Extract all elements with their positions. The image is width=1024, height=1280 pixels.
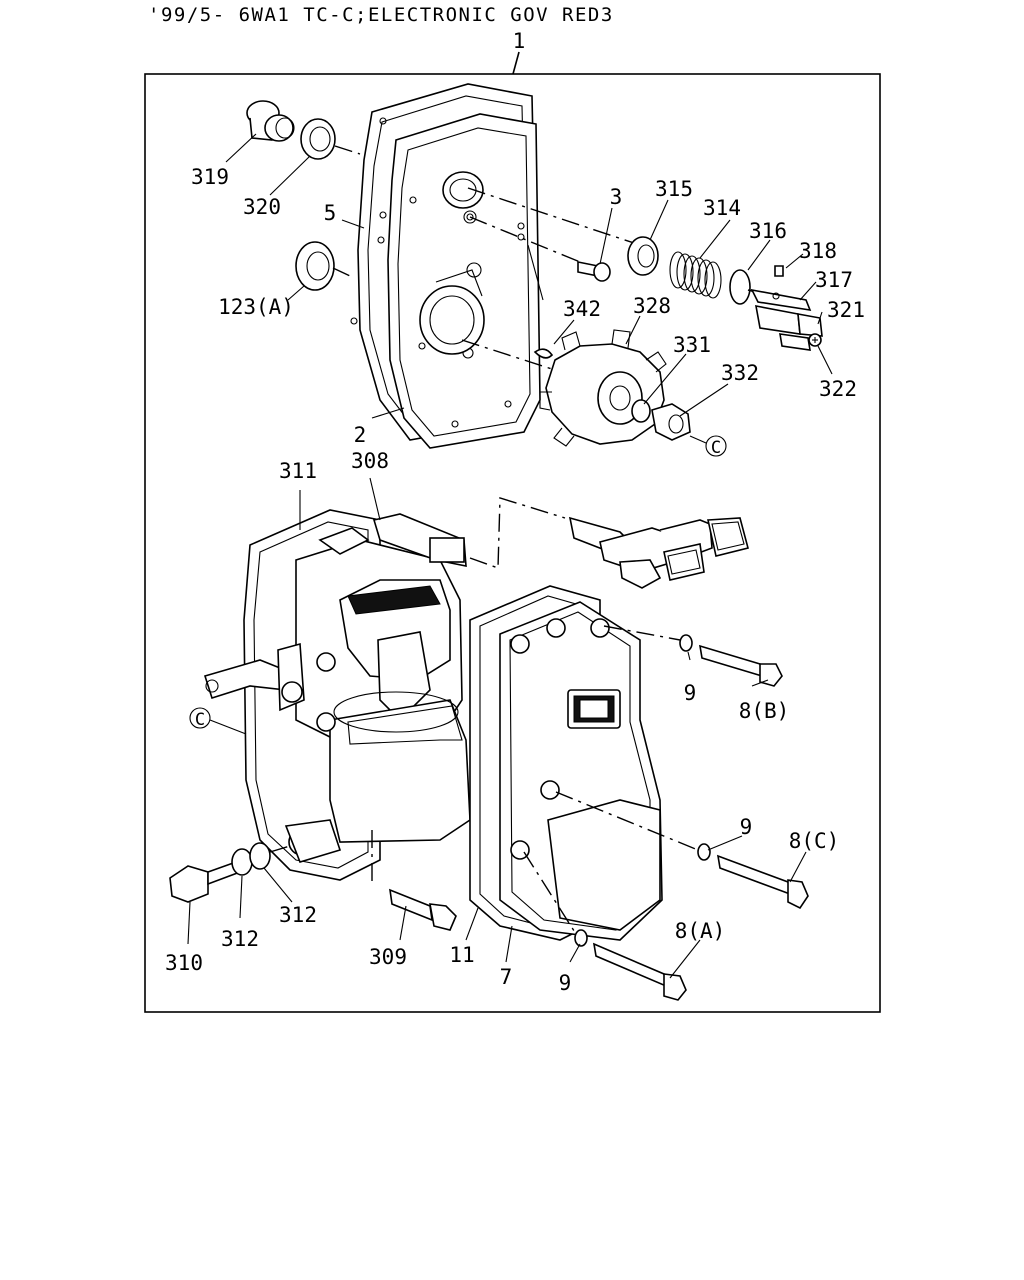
callout-1: 1 <box>513 29 526 53</box>
washer-9a <box>679 634 693 652</box>
bolt-8b <box>698 644 783 687</box>
harness-connector <box>469 497 749 589</box>
reference-c-label-2: C <box>195 710 205 730</box>
cover-7 <box>499 601 663 941</box>
washer-315 <box>627 236 659 276</box>
callout-316: 316 <box>749 219 787 243</box>
callout-310: 310 <box>165 951 203 975</box>
callout-9-bottom: 9 <box>559 971 572 995</box>
oil-seal-123a <box>295 241 335 291</box>
callout-123a: 123(A) <box>218 295 294 319</box>
bolt-310 <box>169 860 242 903</box>
bolt-309 <box>371 830 457 931</box>
callout-8a: 8(A) <box>675 919 726 943</box>
callout-9-middle: 9 <box>740 815 753 839</box>
washer-312a <box>231 848 253 876</box>
callout-318: 318 <box>799 239 837 263</box>
callout-319: 319 <box>191 165 229 189</box>
rotor-328 <box>539 329 667 447</box>
washer-9c <box>574 929 588 947</box>
callout-2: 2 <box>354 423 367 447</box>
washer-312b <box>249 842 271 870</box>
bolt-8a <box>592 942 687 1001</box>
callout-314: 314 <box>703 196 741 220</box>
callout-312-right: 312 <box>279 903 317 927</box>
callout-311: 311 <box>279 459 317 483</box>
callout-315: 315 <box>655 177 693 201</box>
washer-331 <box>631 399 651 423</box>
diagram-frame <box>144 73 881 1013</box>
callout-331: 331 <box>673 333 711 357</box>
callout-322: 322 <box>819 377 857 401</box>
callout-312-left: 312 <box>221 927 259 951</box>
lever-arm <box>203 642 342 863</box>
callout-8b: 8(B) <box>739 699 790 723</box>
reference-c-label: C <box>711 438 721 458</box>
callout-320: 320 <box>243 195 281 219</box>
callout-308: 308 <box>351 449 389 473</box>
callout-8c: 8(C) <box>789 829 840 853</box>
key-342 <box>533 348 554 359</box>
callout-11: 11 <box>449 943 474 967</box>
callout-labels: 1 319 320 5 123(A) 2 3 315 314 316 318 3… <box>165 29 865 995</box>
screw-3 <box>577 261 611 282</box>
callout-7: 7 <box>500 965 513 989</box>
callout-328: 328 <box>633 294 671 318</box>
washer-9b <box>697 843 711 861</box>
spring-314 <box>669 251 722 299</box>
callout-5: 5 <box>324 201 337 225</box>
reference-c-circle <box>705 435 727 457</box>
seal-320 <box>300 118 336 160</box>
callout-321: 321 <box>827 298 865 322</box>
lever-assembly-317 <box>750 265 823 351</box>
plug-319 <box>246 100 295 142</box>
nut-332 <box>651 403 691 441</box>
callout-317: 317 <box>815 268 853 292</box>
actuator-body <box>295 513 471 843</box>
leader-1 <box>512 51 520 75</box>
leader-lines <box>187 133 833 979</box>
diagram-header: '99/5- 6WA1 TC-C;ELECTRONIC GOV RED3 <box>148 4 614 26</box>
callout-342: 342 <box>563 297 601 321</box>
housing-cover-5 <box>350 83 541 449</box>
callout-309: 309 <box>369 945 407 969</box>
bolt-8c <box>716 854 809 910</box>
callout-332: 332 <box>721 361 759 385</box>
callout-3: 3 <box>610 185 623 209</box>
callout-9-top: 9 <box>684 681 697 705</box>
reference-c-circle-2 <box>189 707 211 729</box>
